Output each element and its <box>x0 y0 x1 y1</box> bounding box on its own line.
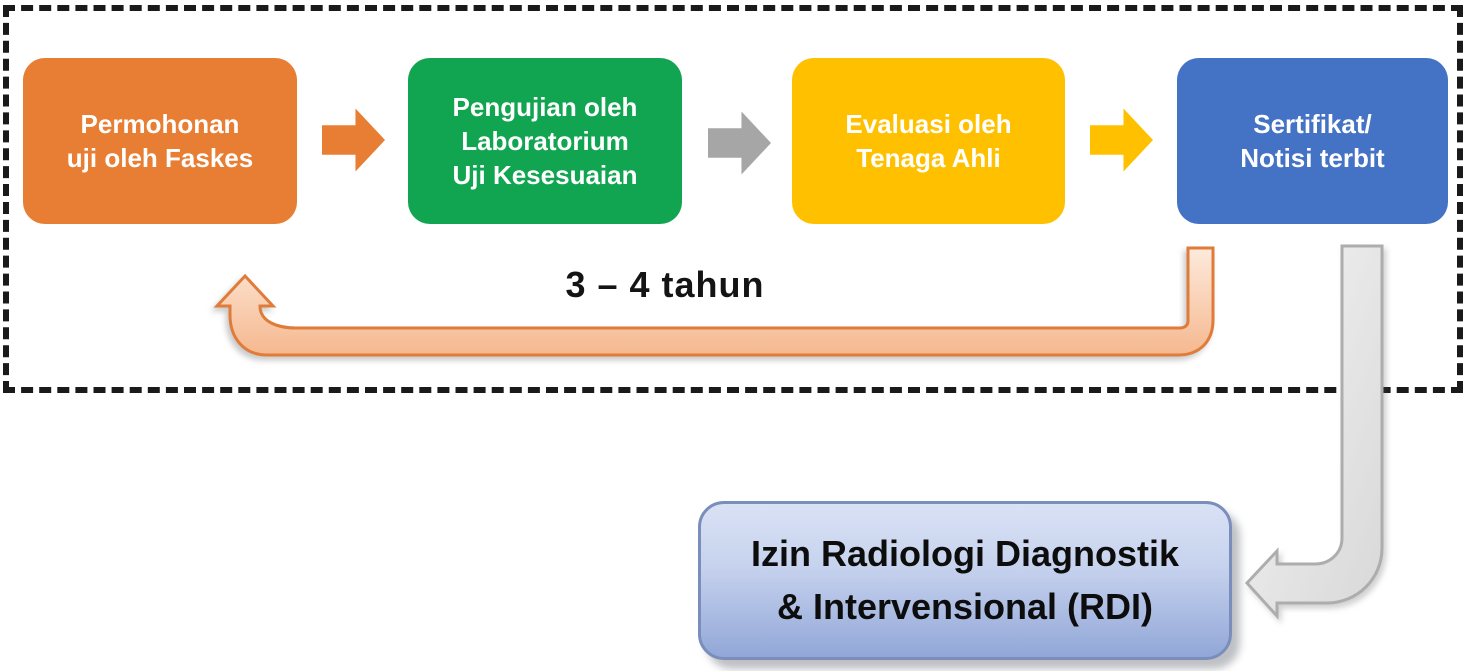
step-label-line: Evaluasi oleh <box>845 108 1012 139</box>
arrow-right-icon-3 <box>1090 108 1153 172</box>
step-box-evaluasi: Evaluasi oleh Tenaga Ahli <box>792 58 1065 224</box>
result-label-line: & Intervensional (RDI) <box>776 585 1154 627</box>
step-box-sertifikat: Sertifikat/ Notisi terbit <box>1177 58 1448 224</box>
step-label-line: Tenaga Ahli <box>856 143 1001 173</box>
cycle-duration-label: 3 – 4 tahun <box>565 264 765 305</box>
arrow-right-icon-2 <box>708 111 771 175</box>
step-label-line: uji oleh Faskes <box>66 143 254 173</box>
arrow-right-icon-1 <box>322 108 385 172</box>
step-label-line: Uji Kesesuaian <box>452 160 638 191</box>
step-label-line: Notisi terbit <box>1240 143 1385 173</box>
step-box-pengujian: Pengujian oleh Laboratorium Uji Kesesuai… <box>408 58 682 224</box>
step-label-line: Permohonan <box>80 108 240 139</box>
result-box-rdi: Izin Radiologi Diagnostik & Intervension… <box>698 501 1232 660</box>
result-label-line: Izin Radiologi Diagnostik <box>750 533 1179 575</box>
step-label-line: Laboratorium <box>461 125 629 156</box>
step-box-permohonan: Permohonan uji oleh Faskes <box>23 58 297 224</box>
step-label-line: Sertifikat/ <box>1253 108 1372 139</box>
process-cycle-frame <box>3 5 1463 393</box>
step-label-line: Pengujian oleh <box>452 91 638 122</box>
